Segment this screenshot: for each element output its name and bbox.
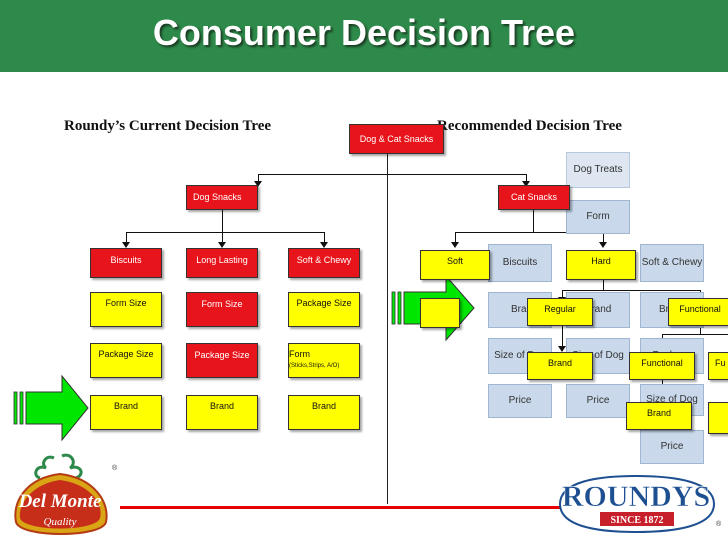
soft-chewy-blue-node: Soft & Chewy [640,244,704,282]
form-size-node: Form Size [90,292,162,327]
delmonte-logo-icon: Del Monte Quality ® [14,453,118,535]
long-lasting-node: Long Lasting [186,248,258,278]
soft-node: Soft [420,250,490,280]
svg-text:ROUNDYS: ROUNDYS [562,480,710,513]
arrowhead [320,242,328,248]
brand-yellow-node: Brand [527,352,593,380]
svg-text:®: ® [112,464,118,472]
functional-node-partial: Fu [708,352,728,380]
partial-node-right [708,402,728,434]
arrowhead [451,242,459,248]
arrowhead [522,181,530,187]
arrowhead [218,242,226,248]
divider-line [387,140,388,504]
functional-node: Functional [668,298,728,326]
biscuits-blue-node: Biscuits [488,244,552,282]
connector [562,290,700,291]
connector [222,210,223,232]
connector [455,232,456,242]
connector [562,290,563,298]
connector [222,232,223,242]
page-title: Consumer Decision Tree [152,12,576,53]
form-blue-node: Form [566,200,630,234]
form-label: Form [289,349,310,359]
brand-yellow-node-2: Brand [626,402,692,430]
connector [324,232,325,242]
connector [126,232,127,242]
svg-text:Quality: Quality [44,516,77,528]
form-note: (Sticks,Strips, A/O) [289,363,340,369]
bottom-rule [120,506,560,509]
connector [455,232,603,233]
package-size-node: Package Size [90,343,162,378]
connector [662,334,728,335]
form-size-node-long: Form Size [186,292,258,327]
green-arrow-icon [13,374,89,442]
form-node-soft: Form (Sticks,Strips, A/O) [288,343,360,378]
price-node-2: Price [566,384,630,418]
package-size-node-long: Package Size [186,343,258,378]
biscuits-node: Biscuits [90,248,162,278]
svg-text:Del Monte: Del Monte [18,491,102,512]
header-banner [0,0,728,72]
root-node: Dog & Cat Snacks [349,124,444,154]
left-heading: Roundy’s Current Decision Tree [64,118,272,134]
regular-node: Regular [527,298,593,326]
connector [603,232,604,242]
right-heading: Recommended Decision Tree [437,118,622,134]
brand-node: Brand [90,395,162,430]
soft-chewy-node: Soft & Chewy [288,248,360,278]
soft-child-node [420,298,460,328]
arrowhead [254,181,262,187]
svg-text:SINCE 1872: SINCE 1872 [610,515,663,526]
package-size-node-soft: Package Size [288,292,360,327]
price-node-3: Price [640,430,704,464]
dog-treats-node: Dog Treats [566,152,630,188]
connector [700,326,701,334]
brand-node-long: Brand [186,395,258,430]
cat-snacks-node: Cat Snacks [498,185,570,210]
svg-text:®: ® [716,520,722,528]
connector [126,232,324,233]
connector [562,326,563,346]
arrowhead [599,242,607,248]
price-node: Price [488,384,552,418]
connector [603,280,604,290]
functional-node-2: Functional [629,352,695,380]
connector [526,174,527,182]
roundys-logo-icon: ROUNDYS SINCE 1872 ® [558,474,722,534]
arrowhead [122,242,130,248]
brand-node-soft: Brand [288,395,360,430]
arrowhead [558,346,566,352]
root-connector [258,174,526,175]
connector [533,210,534,232]
connector [258,174,259,182]
hard-node: Hard [566,250,636,280]
dog-snacks-node: Dog Snacks [186,185,258,210]
